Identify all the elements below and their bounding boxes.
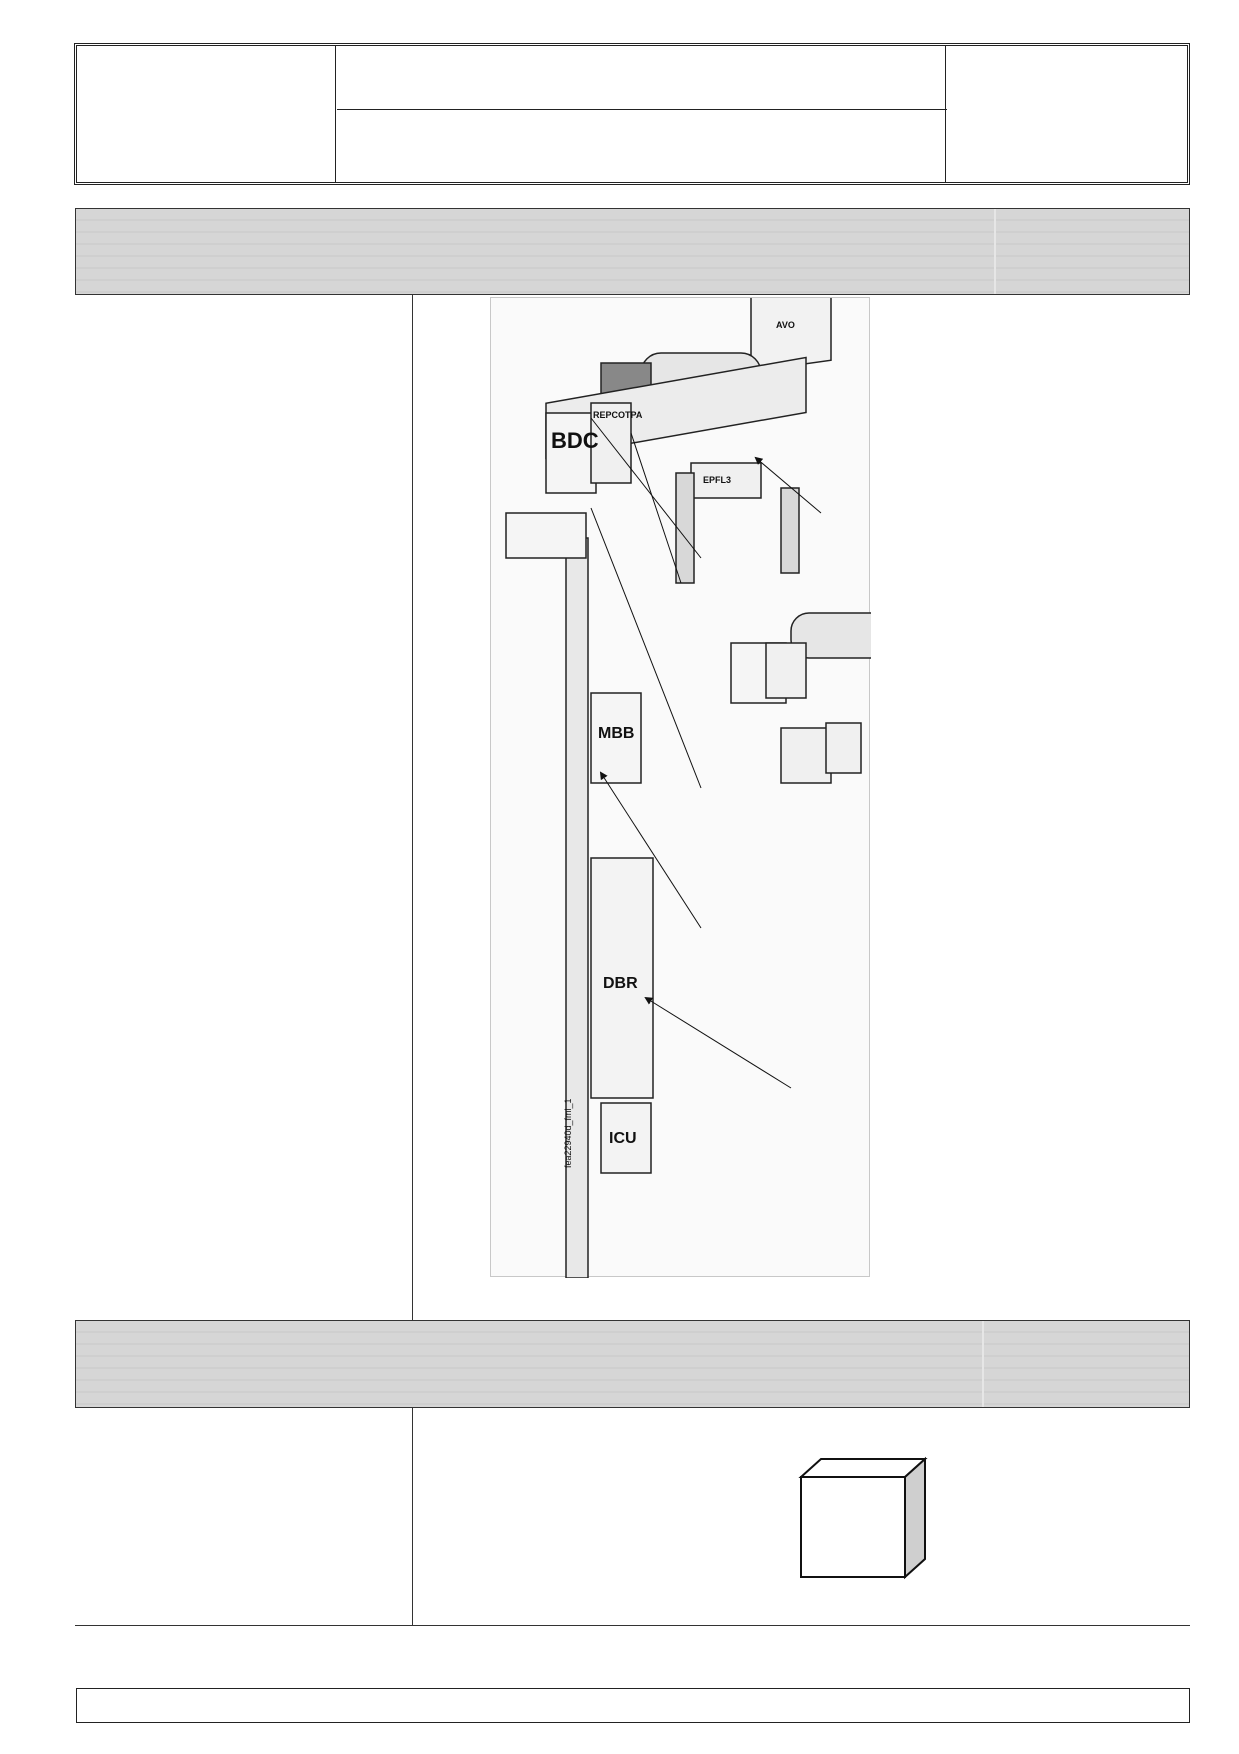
title-block-divider — [335, 46, 336, 182]
leader-line — [590, 417, 702, 559]
column-divider — [412, 295, 413, 1320]
column-divider — [412, 1408, 413, 1626]
leader-line — [754, 456, 822, 514]
section-bottom-rule — [75, 1625, 1190, 1626]
component-label: BDC — [551, 428, 599, 453]
lower-repcotpa-box — [765, 642, 807, 699]
component-label: REPCOTPA — [593, 410, 643, 420]
band-divider — [994, 209, 996, 294]
rso-box — [780, 727, 832, 784]
figure-id: fea22940d_fml_1 — [563, 1098, 573, 1168]
band-divider — [982, 1321, 984, 1407]
component-illustration-drawing: AVO BDC REPCOTPA EPFL3 MBB DBR ICU fea22… — [505, 249, 1002, 1279]
cube-side-face — [904, 1456, 926, 1580]
title-block — [74, 43, 1190, 185]
cube-front-face — [800, 1476, 906, 1578]
top-bracket — [505, 512, 587, 559]
repcotpa-box — [590, 402, 632, 484]
leader-line — [590, 507, 702, 789]
rail-right — [780, 487, 800, 574]
section-heading-band — [75, 1320, 1190, 1408]
leader-line — [630, 432, 682, 584]
footer-box — [76, 1688, 1190, 1723]
cube-top-face — [798, 1458, 928, 1478]
leader-line — [599, 771, 702, 929]
dbr-box — [590, 857, 654, 1099]
component-label: EPFL3 — [703, 475, 731, 485]
title-block-row-divider — [337, 109, 947, 110]
component-label: MBB — [598, 725, 634, 742]
cube-symbol — [798, 1456, 928, 1580]
component-illustration: AVO BDC REPCOTPA EPFL3 MBB DBR ICU fea22… — [490, 249, 1002, 1279]
section-heading-band — [75, 208, 1190, 295]
leader-line — [644, 996, 792, 1089]
rail-left — [675, 472, 695, 584]
icu-box — [600, 1102, 652, 1174]
component-label: AVO — [776, 320, 795, 330]
title-block-divider — [945, 46, 946, 182]
bdc-box — [545, 412, 597, 494]
mo-box — [825, 722, 862, 774]
mbb-box — [590, 692, 642, 784]
component-label: DBR — [603, 975, 638, 992]
component-label: ICU — [609, 1130, 637, 1147]
